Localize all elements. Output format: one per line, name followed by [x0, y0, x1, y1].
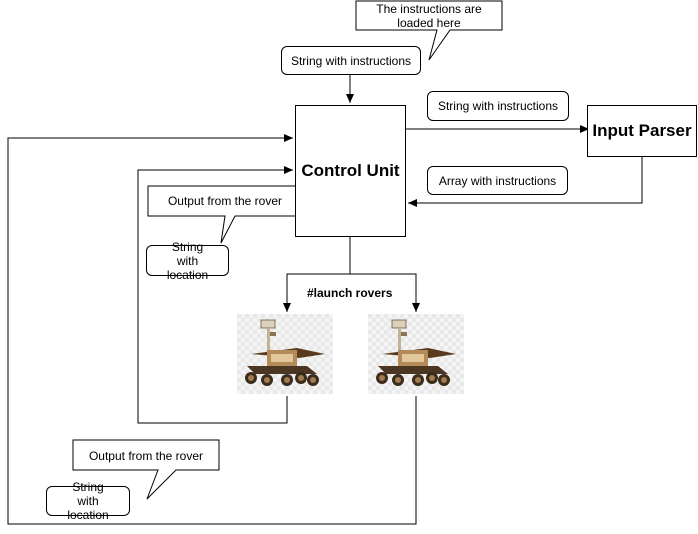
- callout-instructions-loaded-shape: [355, 0, 503, 61]
- edge-rover-right-feedback: [7, 134, 417, 525]
- callout-instructions-loaded: The instructions are loaded here: [376, 2, 482, 30]
- node-control-unit: Control Unit: [295, 105, 406, 237]
- rover-right-image: [368, 314, 464, 394]
- launch-rovers-label: #launch rovers: [307, 286, 393, 300]
- callout-output-rover-1: Output from the rover: [167, 194, 283, 208]
- callout-output-rover-2: Output from the rover: [88, 449, 204, 463]
- edge-launch-right: [350, 273, 420, 312]
- rover-left-image: [237, 314, 333, 394]
- label-string-location-2: String with location: [46, 480, 130, 522]
- label-string-instructions-right: String with instructions: [427, 91, 569, 121]
- label-string-instructions-top: String with instructions: [281, 46, 421, 75]
- label-string-location-1: String with location: [146, 240, 229, 282]
- callout-output-rover-2-shape: [72, 439, 220, 500]
- edge-launch-left: [283, 273, 350, 312]
- label-array-instructions: Array with instructions: [427, 166, 568, 195]
- node-input-parser: Input Parser: [587, 105, 697, 157]
- edge-parser-to-control: [408, 157, 643, 207]
- edge-rover-left-feedback: [137, 166, 293, 424]
